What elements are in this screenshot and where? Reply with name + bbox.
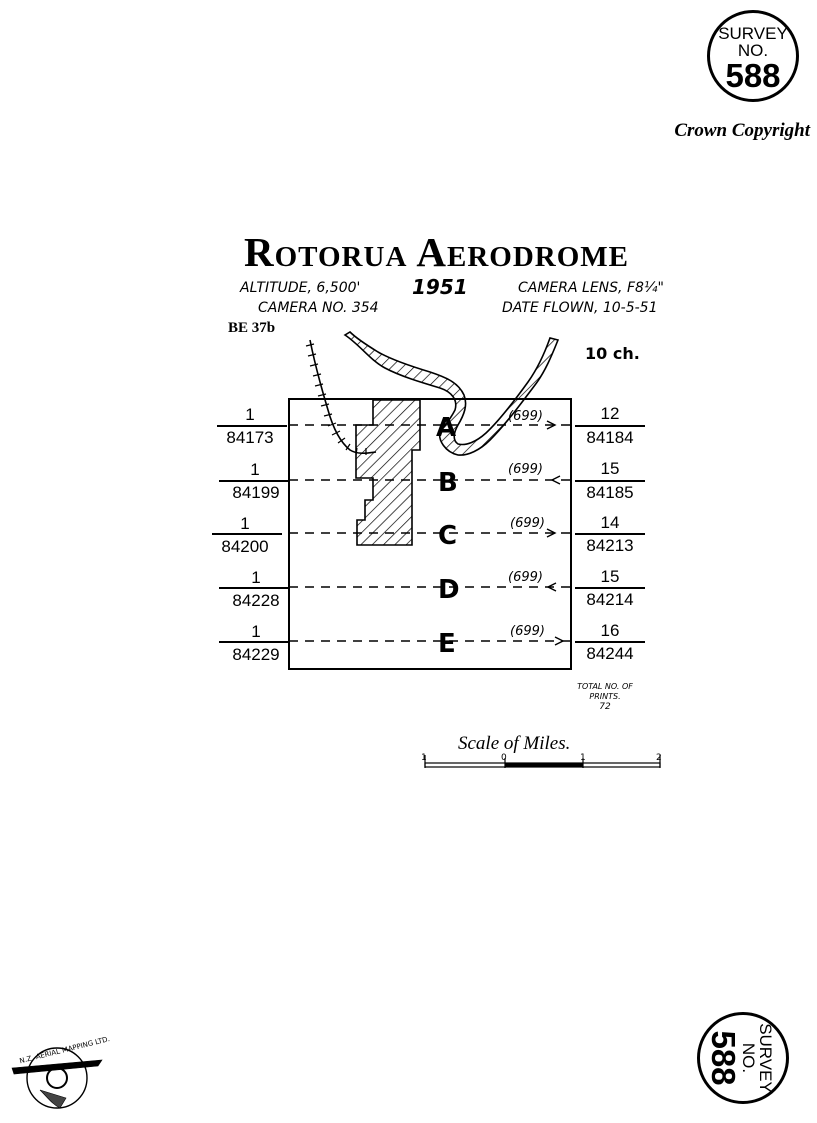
flight-year: 1951	[412, 275, 468, 299]
strip-d-left-bottom: 84228	[232, 591, 280, 610]
strip-d-right-top: 15	[600, 567, 620, 586]
strip-c-left-bottom: 84200	[221, 537, 269, 556]
strip-e-right-divider	[575, 641, 645, 643]
strip-d-right-divider	[575, 587, 645, 589]
strip-c-right-divider	[575, 533, 645, 535]
coverage-frame	[288, 398, 572, 670]
arrow-a	[546, 420, 557, 430]
scale-tick-2: 1	[580, 753, 586, 763]
aerial-mapping-logo: N.Z. AERIAL MAPPING LTD.	[11, 1035, 111, 1109]
strip-letter-e: E	[438, 629, 456, 659]
strip-d-left-top: 1	[251, 568, 261, 587]
strip-d-right-bottom: 84214	[586, 590, 634, 609]
strip-a-right-divider	[575, 425, 645, 427]
strip-a-left-bottom: 84173	[226, 428, 274, 447]
strip-a-left-divider	[217, 425, 287, 427]
strip-e-left-divider	[219, 641, 289, 643]
strip-e-left-bottom: 84229	[232, 645, 280, 664]
strip-d-left-divider	[219, 587, 289, 589]
strip-letter-b: B	[438, 468, 458, 498]
crown-copyright: Crown Copyright	[674, 120, 810, 141]
strip-c-left-divider	[212, 533, 282, 535]
strip-c-left-top: 1	[240, 514, 250, 533]
strip-code-d: (699)	[508, 570, 543, 585]
strip-letter-d: D	[438, 575, 460, 605]
strip-e-right-bottom: 84244	[586, 644, 634, 663]
scale-tick-1: 0	[501, 753, 507, 763]
survey-seal-top: SURVEY NO. 588	[707, 10, 799, 102]
strip-b-right-bottom: 84185	[586, 483, 634, 502]
seal-survey-label: SURVEY	[718, 24, 788, 43]
strip-a-right-top: 12	[600, 404, 620, 423]
arrow-b	[550, 475, 561, 485]
camera-no-label: CAMERA NO. 354	[258, 300, 379, 316]
strip-c-right-bottom: 84213	[586, 536, 634, 555]
seal-bottom-survey-label: SURVEY	[756, 1023, 775, 1093]
railway-ticks	[305, 343, 367, 456]
scale-bar: 1 0 1 2	[421, 753, 662, 768]
strip-c-right-top: 14	[600, 513, 620, 532]
strip-letter-c: C	[438, 521, 457, 551]
chain-scale-label: 10 ch.	[585, 344, 640, 363]
aerodrome-area	[355, 399, 421, 546]
arrow-d	[546, 582, 557, 592]
date-flown-label: DATE FLOWN, 10-5-51	[502, 300, 658, 316]
seal-bottom-no-label: NO.	[739, 1042, 758, 1074]
total-prints-value: 72	[599, 702, 611, 712]
total-prints-label: TOTAL NO. OF PRINTS. 72	[560, 682, 650, 712]
scale-title: Scale of Miles.	[458, 733, 571, 754]
arrow-c	[546, 528, 557, 538]
strip-b-right-top: 15	[600, 459, 620, 478]
seal-bottom-survey-number: 588	[705, 1030, 742, 1086]
strip-b-left-top: 1	[250, 460, 260, 479]
strip-a-right-bottom: 84184	[586, 428, 634, 447]
total-prints-label-line2: PRINTS.	[589, 692, 621, 701]
strip-e-right-top: 16	[600, 621, 620, 640]
survey-seal-bottom: SURVEY NO. 588	[697, 1012, 789, 1104]
strip-a-left-top: 1	[245, 405, 255, 424]
strip-code-a: (699)	[508, 409, 543, 424]
strip-b-right-divider	[575, 480, 645, 482]
strip-code-b: (699)	[508, 462, 543, 477]
arrow-e	[554, 636, 565, 646]
altitude-label: ALTITUDE, 6,500'	[240, 280, 361, 296]
scale-tick-0: 1	[421, 753, 427, 763]
total-prints-label-line1: TOTAL NO. OF	[577, 682, 633, 691]
camera-lens-label: CAMERA LENS, F8¼"	[518, 280, 664, 296]
scale-tick-3: 2	[656, 753, 662, 763]
strip-letter-a: A	[436, 413, 456, 443]
seal-no-label: NO.	[737, 41, 769, 60]
strip-code-c: (699)	[510, 516, 545, 531]
sheet-reference: BE 37b	[228, 320, 276, 336]
strip-b-left-bottom: 84199	[232, 483, 280, 502]
strip-code-e: (699)	[510, 624, 545, 639]
lake-shoreline	[343, 330, 560, 456]
strip-e-left-top: 1	[251, 622, 261, 641]
strip-b-left-divider	[219, 480, 289, 482]
seal-survey-number: 588	[725, 57, 781, 94]
map-title: Rotorua Aerodrome	[244, 229, 629, 275]
